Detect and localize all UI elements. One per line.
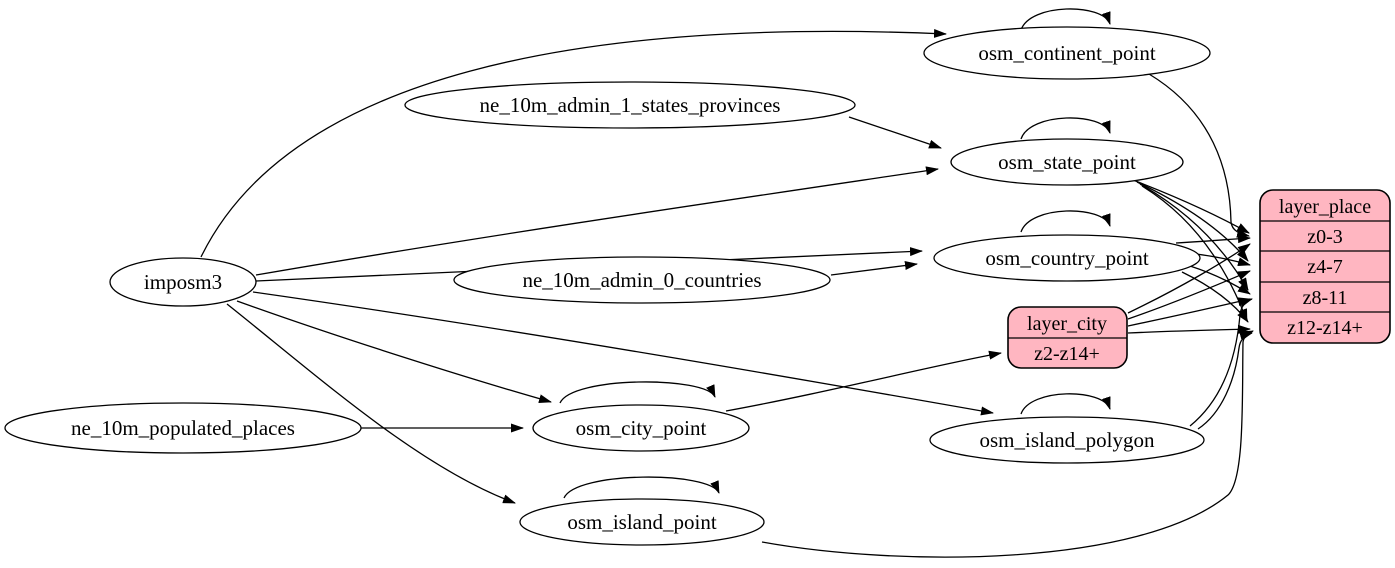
node-imposm3: imposm3 [109, 257, 257, 307]
edge-osm_country_point-to-layer_place-z12-z14 [1181, 271, 1249, 323]
node-osm_island_polygon: osm_island_polygon [929, 416, 1205, 464]
edge-layer_city-to-layer_place-z4-7 [1127, 270, 1251, 320]
edge-layer_city-to-layer_place-z0-3 [1127, 243, 1251, 314]
record-layer_city: layer_city z2-z14+ [1007, 306, 1128, 369]
edge-ne_10m_admin_0_countries-to-osm_country_point [830, 261, 918, 276]
record-layer_city-row-z2-z14: z2-z14+ [1034, 343, 1100, 365]
edge-osm_island_polygon-to-layer_place-z12-z14 [1197, 331, 1253, 430]
edge-osm_country_point-to-layer_place-z4-7 [1195, 253, 1251, 267]
self-loop-osm_continent_point [1020, 8, 1111, 31]
node-ne_10m_populated_places-label: ne_10m_populated_places [71, 416, 295, 440]
node-osm_city_point: osm_city_point [532, 404, 750, 452]
edge-osm_island_point-to-layer_place-z12-z14 [761, 330, 1254, 558]
edge-osm_island_polygon-to-layer_place-z8-11 [1189, 298, 1253, 427]
node-ne_10m_admin_0_countries-label: ne_10m_admin_0_countries [522, 268, 761, 292]
node-ne_10m_admin_0_countries: ne_10m_admin_0_countries [453, 256, 831, 304]
node-osm_country_point-shape [933, 234, 1201, 282]
edge-osm_country_point-to-layer_place-z8-11 [1189, 265, 1251, 295]
node-osm_state_point: osm_state_point [950, 138, 1184, 186]
edge-imposm3-to-osm_island_polygon [252, 291, 994, 416]
node-osm_island_point-label: osm_island_point [567, 510, 717, 534]
record-layer_place-title: layer_place [1279, 196, 1371, 218]
record-layer_city-title: layer_city [1027, 313, 1107, 335]
node-imposm3-shape [109, 257, 257, 307]
edge-imposm3-to-osm_city_point [236, 300, 552, 404]
edge-ne_10m_admin_1_states_provinces-to-osm_state_point [848, 116, 942, 149]
node-osm_island_point-shape [519, 498, 765, 546]
record-layer_place-shape [1259, 189, 1391, 344]
self-loop-osm_island_polygon [1020, 393, 1111, 415]
node-osm_island_polygon-shape [929, 416, 1205, 464]
self-loop-osm_city_point [559, 381, 716, 404]
node-ne_10m_populated_places: ne_10m_populated_places [4, 402, 362, 454]
node-osm_city_point-shape [532, 404, 750, 452]
edge-imposm3-to-osm_island_point [226, 303, 516, 504]
node-osm_continent_point-shape [923, 26, 1211, 80]
node-osm_city_point-label: osm_city_point [576, 416, 707, 440]
node-osm_continent_point: osm_continent_point [923, 26, 1211, 80]
edge-osm_city_point-to-layer_city-z2-z14 [725, 350, 1002, 412]
node-imposm3-label: imposm3 [144, 270, 222, 294]
record-layer_place-row-z12-z14: z12-z14+ [1287, 317, 1363, 339]
node-ne_10m_admin_1_states_provinces-label: ne_10m_admin_1_states_provinces [480, 93, 781, 117]
node-ne_10m_populated_places-shape [4, 402, 362, 454]
edge-osm_state_point-to-layer_place-z0-3 [1132, 179, 1250, 234]
node-osm_island_polygon-label: osm_island_polygon [979, 428, 1155, 452]
edge-osm_country_point-to-layer_place-z0-3 [1175, 234, 1251, 244]
node-ne_10m_admin_0_countries-shape [453, 256, 831, 304]
node-ne_10m_admin_1_states_provinces-shape [404, 81, 856, 129]
node-osm_country_point-label: osm_country_point [985, 246, 1148, 270]
edges [200, 8, 1254, 558]
record-layer_place-row-z8-11: z8-11 [1303, 287, 1348, 309]
node-osm_country_point: osm_country_point [933, 234, 1201, 282]
edge-imposm3-to-osm_state_point [255, 166, 939, 276]
node-ne_10m_admin_1_states_provinces: ne_10m_admin_1_states_provinces [404, 81, 856, 129]
self-loop-osm_country_point [1020, 210, 1111, 233]
record-layer_place-row-z0-3: z0-3 [1307, 226, 1343, 248]
record-layer_place: layer_place z0-3 z4-7 z8-11 z12-z14+ [1259, 189, 1391, 344]
node-osm_island_point: osm_island_point [519, 498, 765, 546]
node-osm_state_point-shape [950, 138, 1184, 186]
node-osm_continent_point-label: osm_continent_point [978, 41, 1155, 65]
self-loop-osm_island_point [563, 476, 720, 499]
edge-layer_city-to-layer_place-z12-z14 [1127, 324, 1251, 334]
edge-imposm3-to-osm_continent_point [200, 28, 947, 258]
self-loop-osm_state_point [1020, 117, 1111, 140]
record-layer_place-row-z4-7: z4-7 [1307, 256, 1343, 278]
node-osm_state_point-label: osm_state_point [998, 150, 1136, 174]
